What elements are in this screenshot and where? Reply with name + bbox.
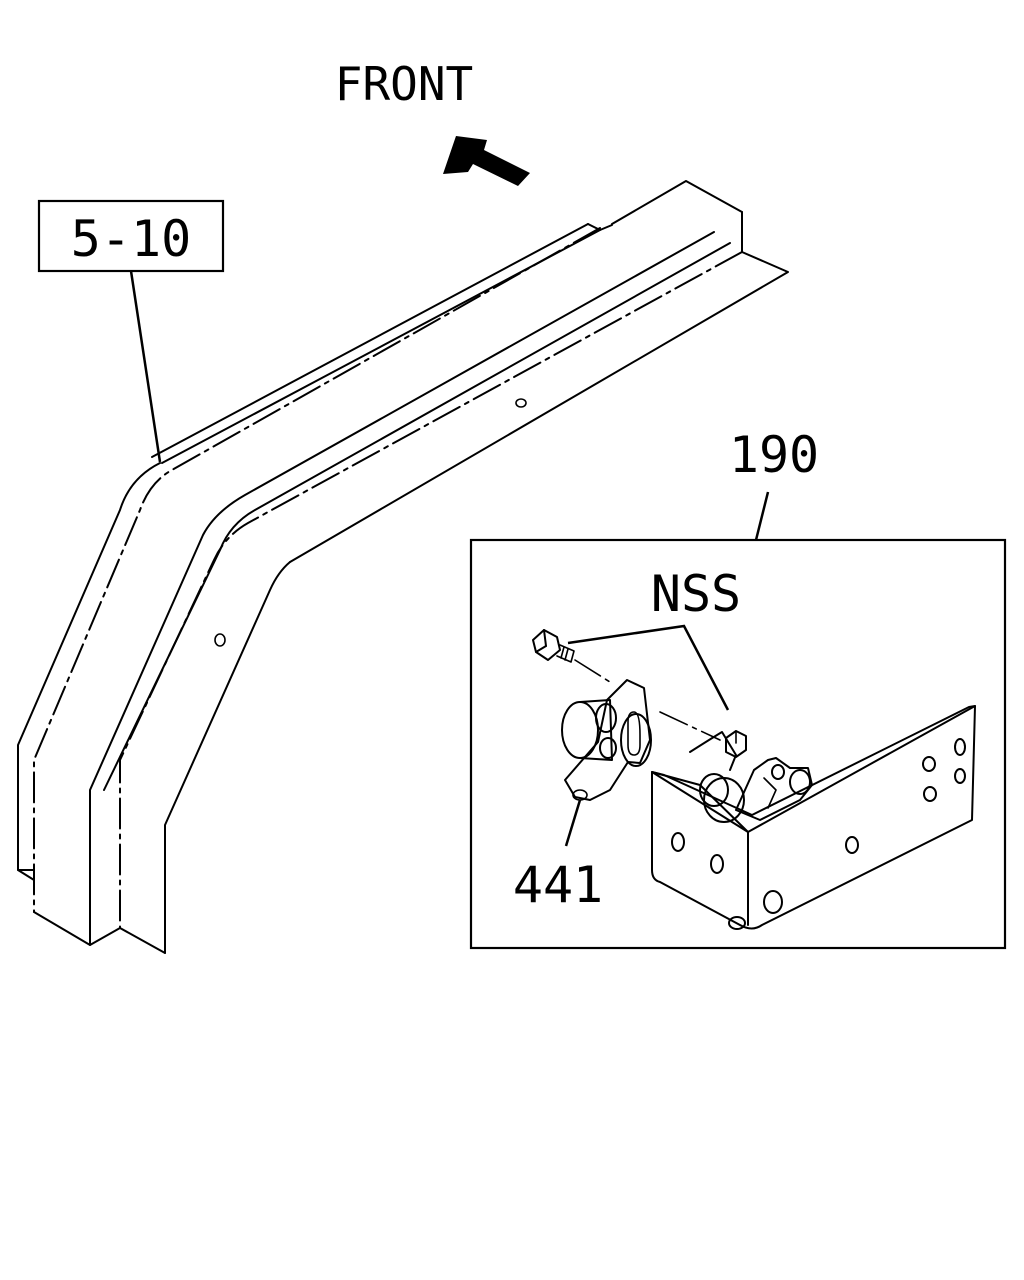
- ref-box-5-10[interactable]: 5-10: [37, 199, 225, 273]
- nss-leader-lines: [567, 624, 730, 711]
- part-441-label: 441: [513, 856, 603, 914]
- bolt-icon[interactable]: [532, 629, 611, 683]
- ref-leader-line: [129, 270, 162, 463]
- front-label: FRONT: [335, 57, 473, 111]
- bracket: [651, 705, 976, 930]
- part-441-leader-line: [564, 799, 582, 847]
- front-direction-arrow-icon: [443, 136, 530, 186]
- ref-label: 5-10: [71, 210, 191, 268]
- detail-box-190[interactable]: [469, 538, 1007, 950]
- nut-icon[interactable]: [725, 730, 747, 758]
- nss-label: NSS: [651, 565, 741, 623]
- part-190-leader-line: [754, 491, 770, 541]
- roller-arm-441[interactable]: [561, 679, 721, 801]
- frame-rail: [17, 180, 789, 954]
- part-190-label: 190: [729, 426, 819, 484]
